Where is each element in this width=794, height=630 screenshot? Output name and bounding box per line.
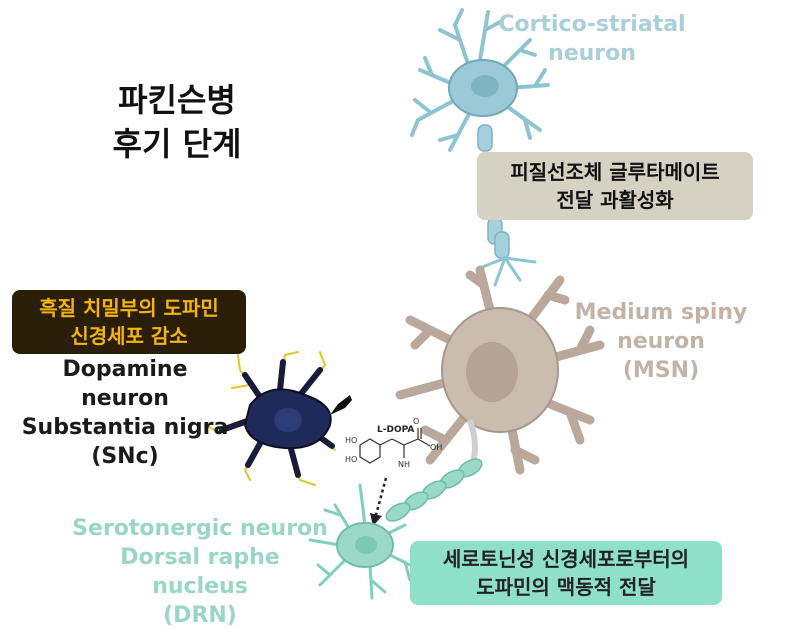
snc-callout: 흑질 치밀부의 도파민 신경세포 감소 — [12, 290, 246, 354]
dopamine-label-line-2: Substantia nigra — [20, 413, 230, 442]
msn-label-line-2: (MSN) — [532, 356, 790, 385]
title-line-2: 후기 단계 — [92, 122, 262, 166]
sero-box-line-1: 세로토닌성 신경세포로부터의 — [410, 545, 722, 573]
cortico-label-line-1: Cortico-striatal — [492, 10, 692, 39]
sero-label-line-1: Serotonergic neuron — [70, 514, 330, 543]
l-dopa-oh: OH — [430, 443, 442, 452]
l-dopa-ho-1: HO — [345, 436, 357, 445]
sero-box-line-2: 도파민의 맥동적 전달 — [410, 573, 722, 601]
l-dopa-label: L-DOPA — [377, 425, 414, 435]
diagram-title: 파킨슨병 후기 단계 — [92, 78, 262, 166]
snc-line-2: 신경세포 감소 — [12, 322, 246, 350]
dopamine-label-line-1: Dopamine neuron — [20, 355, 230, 413]
l-dopa-ho-2: HO — [345, 455, 357, 464]
sero-label-line-2: Dorsal raphe nucleus — [70, 543, 330, 601]
glutamate-line-2: 전달 과활성화 — [477, 186, 753, 214]
dotted-arrow — [370, 478, 386, 526]
msn-label-line-1: Medium spiny neuron — [532, 298, 790, 356]
l-dopa-nh2: NH — [398, 460, 410, 469]
dopamine-label-line-3: (SNc) — [20, 442, 230, 471]
serotonergic-label: Serotonergic neuron Dorsal raphe nucleus… — [70, 514, 330, 630]
l-dopa-o: O — [413, 417, 419, 426]
cortico-label-line-2: neuron — [492, 39, 692, 68]
glutamate-line-1: 피질선조체 글루타메이트 — [477, 158, 753, 186]
sero-label-line-3: (DRN) — [70, 601, 330, 630]
title-line-1: 파킨슨병 — [92, 78, 262, 122]
cortico-striatal-label: Cortico-striatal neuron — [492, 10, 692, 68]
snc-line-1: 흑질 치밀부의 도파민 — [12, 294, 246, 322]
msn-label: Medium spiny neuron (MSN) — [532, 298, 790, 385]
serotonergic-callout: 세로토닌성 신경세포로부터의 도파민의 맥동적 전달 — [410, 541, 722, 605]
glutamate-callout: 피질선조체 글루타메이트 전달 과활성화 — [477, 152, 753, 220]
dopamine-neuron-label: Dopamine neuron Substantia nigra (SNc) — [20, 355, 230, 471]
